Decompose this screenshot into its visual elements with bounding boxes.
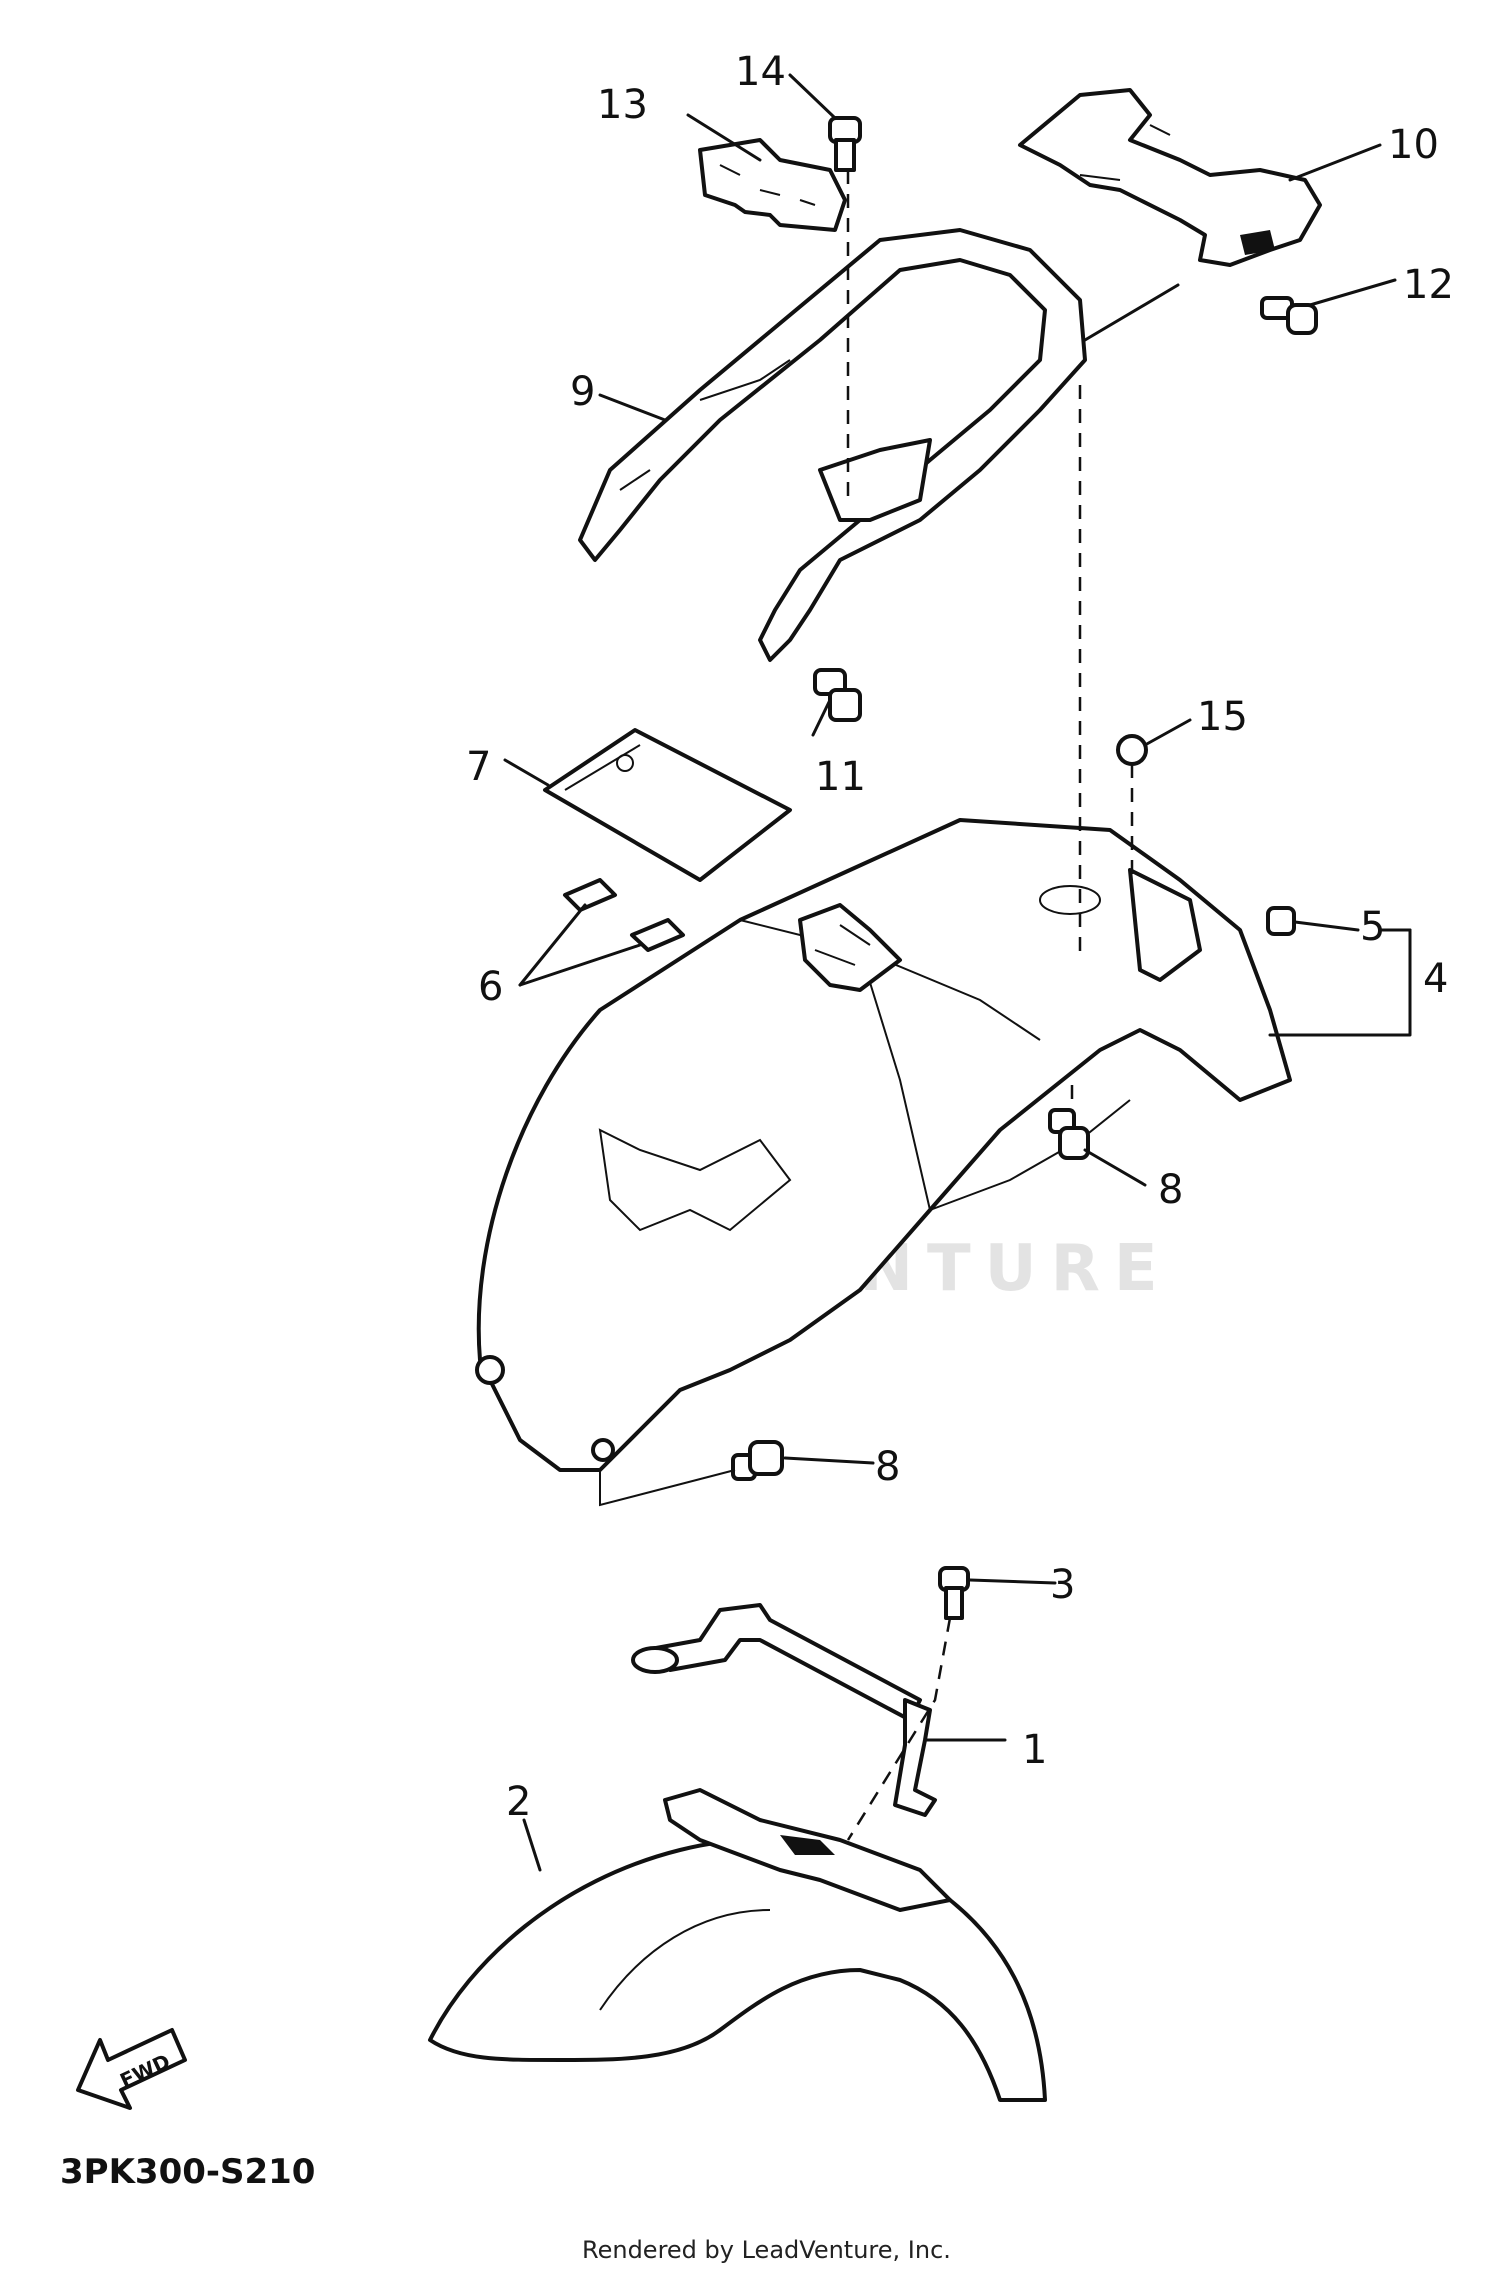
label-part-10: 10 [1388,122,1439,168]
part-2-front-fender [428,1788,1047,2102]
label-part-15: 15 [1197,694,1248,740]
part-15-nut [1116,734,1148,766]
part-4-rear-fender [475,818,1292,1472]
label-part-9: 9 [570,369,595,415]
label-part-12: 12 [1403,262,1454,308]
label-part-4: 4 [1423,956,1448,1002]
fwd-arrow: FWD [76,2028,187,2110]
footer-credit: Rendered by LeadVenture, Inc. [582,2236,951,2264]
diagram-code: 3PK300-S210 [60,2152,315,2192]
label-part-13: 13 [597,82,648,128]
label-part-14: 14 [735,49,786,95]
part-7-plate [543,728,792,882]
part-labels: 1 2 3 4 5 6 7 8 8 9 10 11 12 13 14 15 [466,49,1454,1825]
label-part-3: 3 [1050,1562,1075,1608]
part-8-bolt-lower [731,1440,784,1481]
leader-lines [503,73,1412,1872]
label-part-5: 5 [1360,904,1385,950]
label-part-1: 1 [1022,1727,1047,1773]
part-8-bolt-upper [1048,1108,1090,1160]
part-12-bolt [1260,296,1318,335]
part-9-grab-rail [578,228,1087,662]
part-3-bolt [938,1566,970,1620]
label-part-7: 7 [466,744,491,790]
part-6-emblems [563,878,685,952]
label-part-11: 11 [815,754,866,800]
part-11-bolt [813,668,862,722]
label-part-6: 6 [478,964,503,1010]
label-part-8-upper: 8 [1158,1167,1183,1213]
part-13-bracket [698,138,847,232]
part-10-bracket [1018,88,1322,267]
label-part-2: 2 [506,1779,531,1825]
part-1-stay [631,1603,937,1817]
part-5-nut [1266,906,1296,936]
label-part-8-lower: 8 [875,1444,900,1490]
part-14-bolt [828,116,862,172]
